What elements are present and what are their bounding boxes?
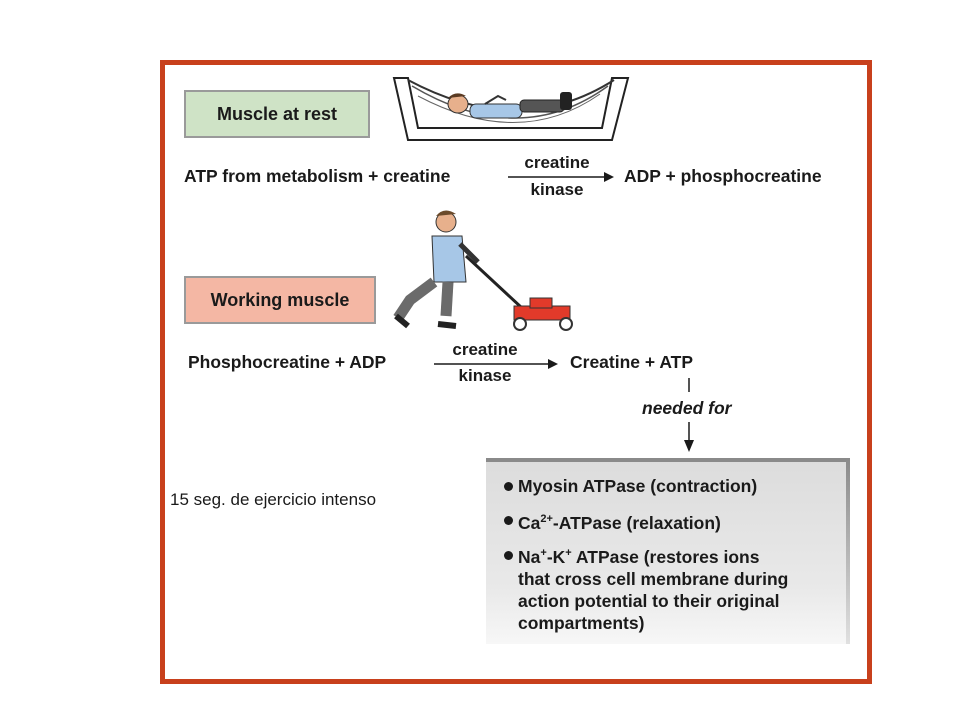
use-item-calcium-rest: -ATPase (relaxation)	[552, 512, 721, 533]
k-mid: -K	[546, 546, 566, 567]
use-item-calcium: Ca2+-ATPase (relaxation)	[518, 508, 721, 534]
use-item-line-2: that cross cell membrane during	[518, 568, 789, 589]
bullet-2	[504, 516, 513, 525]
k-sup: +	[565, 547, 572, 559]
atp-uses-panel	[486, 458, 850, 644]
na-sup: +	[540, 547, 547, 559]
use-item-line-4: compartments)	[518, 612, 645, 633]
lawnmower-illustration	[393, 210, 573, 331]
working-enzyme-top: creatine	[452, 340, 518, 359]
rest-enzyme-bottom: kinase	[530, 180, 584, 199]
use-item-myosin: Myosin ATPase (contraction)	[518, 475, 757, 497]
exercise-note: 15 seg. de ejercicio intenso	[170, 490, 377, 509]
bullet-1	[504, 482, 513, 491]
use-item-calcium-prefix: Ca	[518, 512, 541, 533]
rest-products: ADP + phosphocreatine	[624, 166, 822, 186]
na-k-rest: ATPase (restores ions	[571, 546, 760, 567]
working-substrates: Phosphocreatine + ADP	[188, 352, 387, 372]
use-item-calcium-sup: 2+	[540, 513, 553, 525]
use-item-myosin-text: Myosin ATPase (contraction)	[518, 476, 758, 496]
working-muscle-label: Working muscle	[184, 276, 376, 324]
working-enzyme-bottom: kinase	[458, 366, 512, 385]
na-prefix: Na	[518, 546, 541, 567]
needed-for-label: needed for	[642, 398, 732, 418]
bullet-3	[504, 551, 513, 560]
rest-enzyme-top: creatine	[524, 153, 590, 172]
muscle-at-rest-label: Muscle at rest	[184, 90, 370, 138]
panel-top-edge	[486, 458, 850, 462]
working-products: Creatine + ATP	[570, 352, 694, 372]
use-item-line-3: action potential to their original	[518, 590, 780, 611]
use-item-sodium-potassium: Na+-K+ ATPase (restores ions that cross …	[518, 542, 788, 634]
panel-right-edge	[846, 458, 850, 644]
rest-substrates: ATP from metabolism + creatine	[184, 166, 451, 186]
hammock-illustration	[392, 77, 630, 141]
